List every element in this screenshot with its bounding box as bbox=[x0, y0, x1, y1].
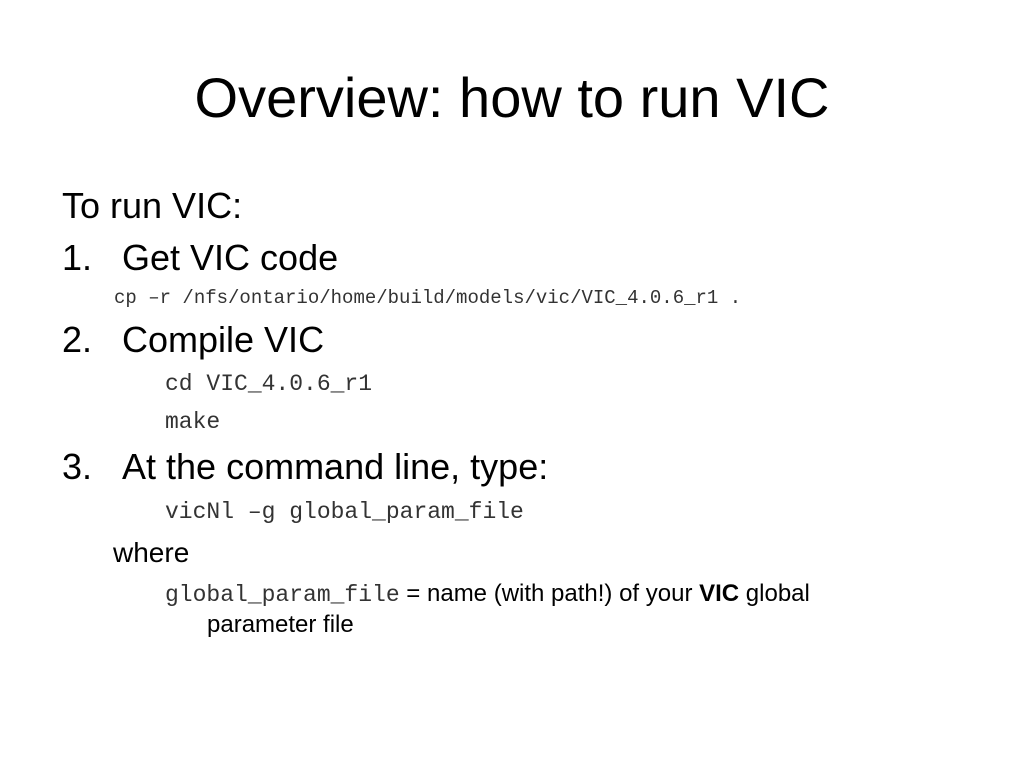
step-1-number: 1. bbox=[62, 237, 93, 278]
definition-term: global_param_file bbox=[165, 582, 400, 608]
definition-continuation: parameter file bbox=[207, 611, 354, 638]
step-3-label: At the command line, type: bbox=[122, 446, 549, 487]
step-3-number: 3. bbox=[62, 446, 93, 487]
step-1-label: Get VIC code bbox=[122, 237, 339, 278]
where-label: where bbox=[113, 537, 190, 568]
step-3-command: vicNl –g global_param_file bbox=[165, 499, 524, 525]
intro-text: To run VIC: bbox=[62, 185, 243, 226]
step-2-label: Compile VIC bbox=[122, 319, 325, 360]
step-2-command-2: make bbox=[165, 409, 221, 435]
definition-bold: VIC bbox=[699, 580, 740, 607]
step-2-command-1: cd VIC_4.0.6_r1 bbox=[165, 371, 373, 397]
slide-title: Overview: how to run VIC bbox=[194, 66, 830, 129]
definition-text-after: global bbox=[739, 580, 810, 607]
definition-line: global_param_file = name (with path!) of… bbox=[165, 579, 810, 610]
step-1-command: cp –r /nfs/ontario/home/build/models/vic… bbox=[114, 287, 742, 309]
definition-text: = name (with path!) of your bbox=[399, 580, 700, 607]
step-2-number: 2. bbox=[62, 319, 93, 360]
